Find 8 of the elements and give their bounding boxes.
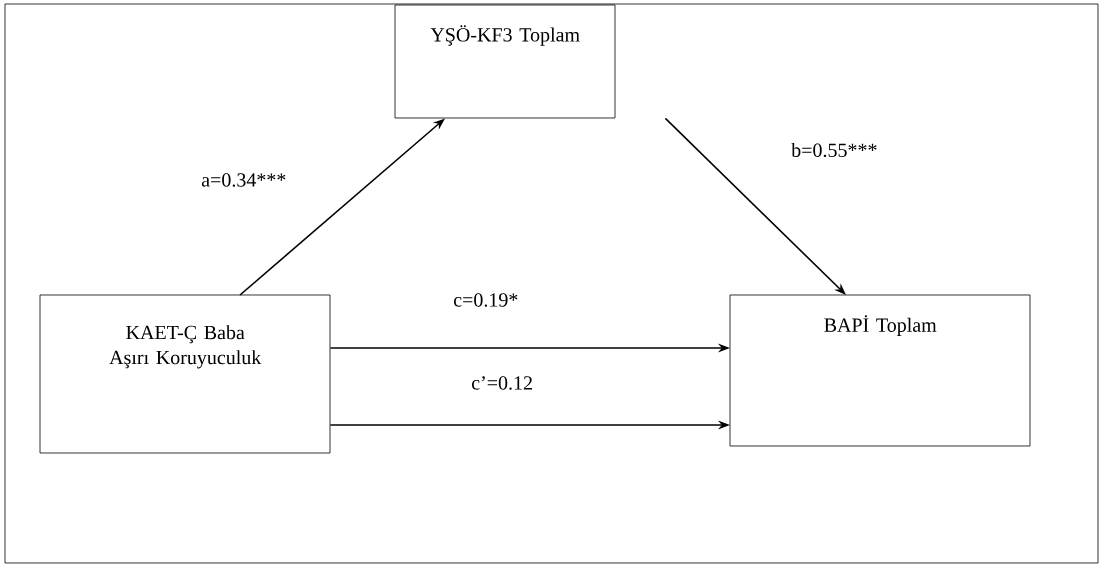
edge-label: a=0.34*** [200,172,288,188]
edge-label: c’=0.12 [470,375,534,391]
box: YŞÖ-KF3 Toplam [394,4,616,119]
edge-label: c=0.19* [452,292,520,308]
arrow [664,117,846,295]
edge-label: b=0.55*** [790,141,879,159]
box: BAPİ Toplam [729,294,1031,447]
box: KAET-Ç Baba Aşırı Koruyuculuk [39,294,331,454]
